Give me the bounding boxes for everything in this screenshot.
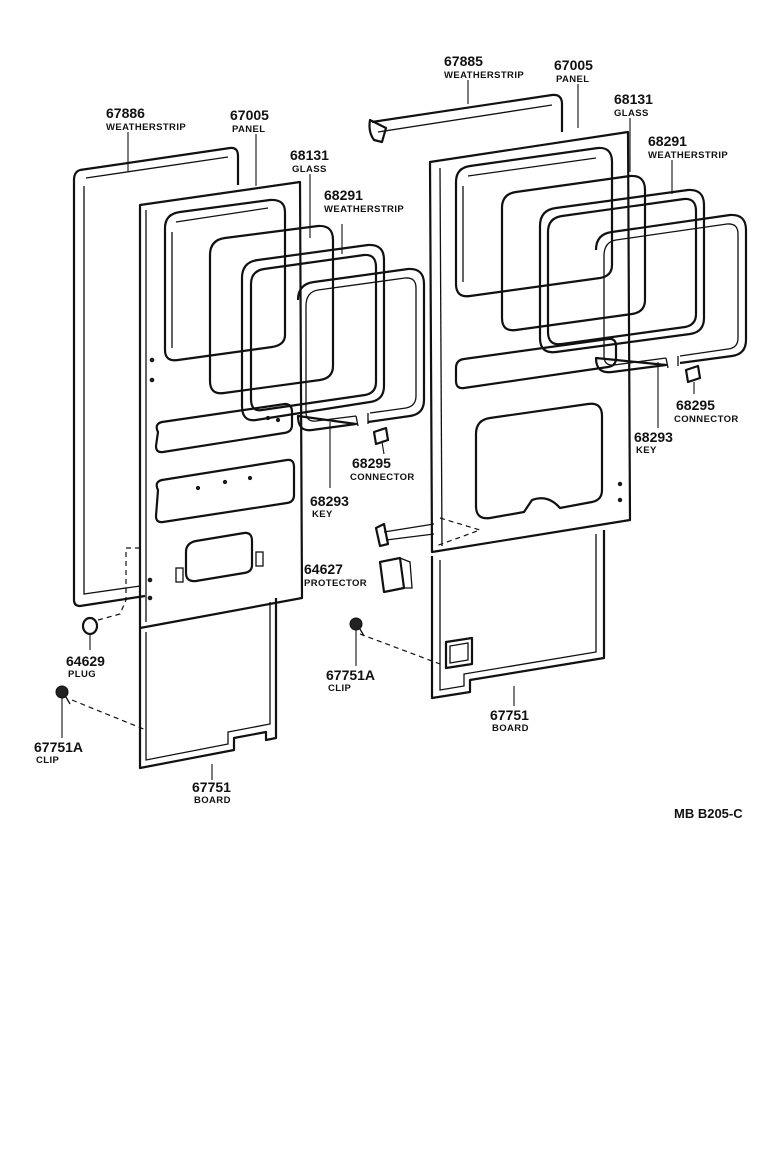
left-board-label: 67751 BOARD (192, 779, 231, 806)
right-glass-part[interactable] (500, 174, 647, 332)
right-panel-part[interactable] (428, 130, 632, 554)
svg-text:WEATHERSTRIP: WEATHERSTRIP (324, 204, 404, 215)
svg-text:BOARD: BOARD (492, 723, 529, 734)
svg-text:CONNECTOR: CONNECTOR (350, 472, 415, 483)
svg-text:67885: 67885 (444, 53, 483, 69)
svg-text:CONNECTOR: CONNECTOR (674, 414, 739, 425)
svg-text:WEATHERSTRIP: WEATHERSTRIP (106, 122, 186, 133)
svg-text:68131: 68131 (290, 147, 329, 163)
svg-text:BOARD: BOARD (194, 795, 231, 806)
left-door-assembly (55, 146, 426, 770)
left-connector-label: 68295 CONNECTOR (350, 455, 415, 483)
right-inner-weatherstrip-part[interactable] (538, 188, 706, 354)
right-key-label: 68293 KEY (634, 429, 673, 456)
svg-text:CLIP: CLIP (36, 755, 60, 766)
svg-text:68293: 68293 (310, 493, 349, 509)
svg-text:68295: 68295 (676, 397, 715, 413)
left-clip-label: 67751A CLIP (34, 739, 83, 766)
svg-text:PROTECTOR: PROTECTOR (304, 578, 367, 589)
svg-text:67005: 67005 (554, 57, 593, 73)
svg-text:67886: 67886 (106, 105, 145, 121)
right-door-assembly (349, 93, 748, 700)
left-plug-label: 64629 PLUG (66, 653, 105, 680)
left-key-label: 68293 KEY (310, 493, 349, 520)
leader-lines (61, 80, 695, 780)
left-inner-weatherstrip-part[interactable] (240, 243, 386, 422)
left-glass-label: 68131 GLASS (290, 147, 329, 175)
right-inner-weatherstrip-label: 68291 WEATHERSTRIP (648, 133, 728, 161)
svg-text:67751: 67751 (192, 779, 231, 795)
left-connector-part[interactable] (372, 426, 390, 446)
svg-text:PANEL: PANEL (232, 124, 266, 135)
svg-text:GLASS: GLASS (614, 108, 649, 119)
svg-text:68131: 68131 (614, 91, 653, 107)
svg-text:64629: 64629 (66, 653, 105, 669)
left-plug-part[interactable] (81, 616, 99, 636)
right-protector-part[interactable] (378, 556, 413, 594)
left-key-part[interactable] (296, 267, 426, 432)
svg-text:KEY: KEY (312, 509, 333, 520)
right-glass-label: 68131 GLASS (614, 91, 653, 119)
right-clip-label: 67751A CLIP (326, 667, 375, 694)
svg-text:68291: 68291 (648, 133, 687, 149)
right-clip-part[interactable] (349, 617, 365, 637)
right-connector-label: 68295 CONNECTOR (674, 397, 739, 425)
svg-text:WEATHERSTRIP: WEATHERSTRIP (648, 150, 728, 161)
left-clip-part[interactable] (55, 685, 71, 705)
right-board-part[interactable] (430, 530, 606, 700)
svg-text:KEY: KEY (636, 445, 657, 456)
right-connector-part[interactable] (684, 364, 702, 384)
right-key-part[interactable] (594, 213, 748, 374)
left-board-part[interactable] (138, 598, 278, 770)
svg-text:64627: 64627 (304, 561, 343, 577)
right-protector-label: 64627 PROTECTOR (304, 561, 367, 589)
right-top-weatherstrip-part[interactable] (368, 93, 564, 144)
svg-text:WEATHERSTRIP: WEATHERSTRIP (444, 70, 524, 81)
svg-text:GLASS: GLASS (292, 164, 327, 175)
right-board-label: 67751 BOARD (490, 707, 529, 734)
left-glass-part[interactable] (208, 224, 335, 395)
svg-text:PANEL: PANEL (556, 74, 590, 85)
svg-text:CLIP: CLIP (328, 683, 352, 694)
svg-text:67005: 67005 (230, 107, 269, 123)
right-hinge-part[interactable] (374, 522, 435, 548)
diagram-code: MB B205-C (674, 806, 743, 821)
svg-text:68295: 68295 (352, 455, 391, 471)
left-panel-label: 67005 PANEL (230, 107, 269, 135)
right-top-weatherstrip-label: 67885 WEATHERSTRIP (444, 53, 524, 81)
right-panel-label: 67005 PANEL (554, 57, 593, 85)
left-outer-weatherstrip-label: 67886 WEATHERSTRIP (106, 105, 186, 133)
svg-text:68293: 68293 (634, 429, 673, 445)
svg-text:68291: 68291 (324, 187, 363, 203)
svg-text:PLUG: PLUG (68, 669, 96, 680)
svg-text:67751A: 67751A (34, 739, 83, 755)
left-panel-part[interactable] (138, 180, 304, 630)
left-inner-weatherstrip-label: 68291 WEATHERSTRIP (324, 187, 404, 215)
svg-text:67751: 67751 (490, 707, 529, 723)
left-outer-weatherstrip-part[interactable] (72, 146, 240, 608)
svg-text:67751A: 67751A (326, 667, 375, 683)
